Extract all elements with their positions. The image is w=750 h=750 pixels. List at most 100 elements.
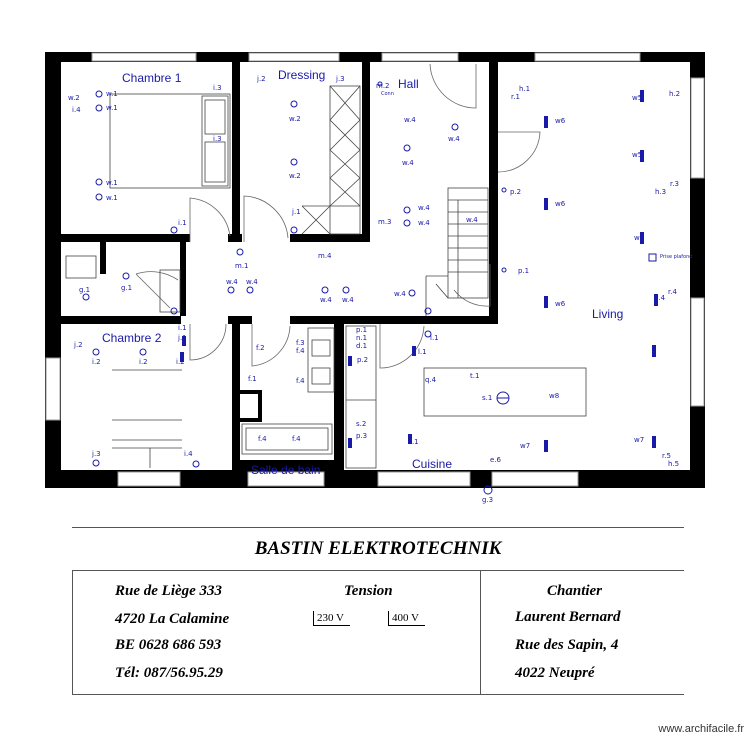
- label-d1: d.1: [356, 342, 367, 350]
- label-s1: s.1: [482, 394, 492, 402]
- light-point-icon: [82, 90, 459, 468]
- label-l1: l.1: [410, 438, 419, 446]
- label-w8: w8: [549, 392, 559, 400]
- label-m1: m.1: [235, 262, 249, 270]
- label-r4: r.4: [668, 288, 677, 296]
- tension-title: Tension: [344, 583, 393, 599]
- doors: [135, 63, 541, 369]
- label-j1: j.1: [291, 208, 301, 216]
- label-w7: w7: [634, 436, 644, 444]
- label-h4: h.4: [654, 294, 666, 302]
- label-f4: f.4: [258, 435, 267, 443]
- label-w4: w.4: [402, 159, 414, 167]
- label-f4: f.4: [296, 347, 305, 355]
- label-n1: n.1: [356, 334, 367, 342]
- label-i2: i.2: [92, 358, 101, 366]
- label-j3: j.3: [91, 450, 101, 458]
- label-h2: h.2: [669, 90, 680, 98]
- label-j2: j.2: [73, 341, 83, 349]
- outer-walls: [45, 52, 705, 488]
- label-w6: w6: [555, 117, 566, 125]
- label-f4: f.4: [296, 377, 305, 385]
- label-g1: g.1: [79, 286, 90, 294]
- watermark[interactable]: www.archifacile.fr: [658, 723, 744, 735]
- label-w4: w.4: [448, 135, 460, 143]
- label-j2: j.2: [256, 75, 266, 83]
- ceiling-socket-icon: [648, 253, 657, 262]
- label-w2: w.2: [68, 94, 80, 102]
- label-w7: w7: [520, 442, 530, 450]
- site-client: Laurent Bernard: [515, 609, 621, 625]
- label-w4: w.4: [320, 296, 332, 304]
- site-city: 4022 Neupré: [515, 665, 595, 681]
- label-w2: w.2: [289, 115, 301, 123]
- label-i3: i.3: [213, 84, 222, 92]
- label-w4: w.4: [226, 278, 238, 286]
- label-i4: i.4: [72, 106, 81, 114]
- staircase: [425, 187, 489, 316]
- room-salle-de-bain: Salle de bain: [251, 463, 320, 477]
- label-p3: p.3: [356, 432, 367, 440]
- room-living: Living: [592, 307, 623, 321]
- label-w4: w.4: [418, 204, 430, 212]
- label-p1: p.1: [356, 326, 367, 334]
- label-f2: f.2: [256, 344, 265, 352]
- symbol-labels: w.2 i.4 w.1 w.1 w.1 w.1 i.3 i.3 j.2 j.3 …: [68, 75, 692, 504]
- label-r3: r.3: [670, 180, 679, 188]
- label-g3: g.3: [482, 496, 493, 504]
- cooker-icon: [483, 391, 510, 495]
- label-w4: w.4: [418, 219, 430, 227]
- label-w5: w5: [632, 94, 642, 102]
- title-block: BASTIN ELEKTROTECHNIK Rue de Liège 333 4…: [72, 527, 684, 695]
- label-j1: j.1: [177, 334, 187, 342]
- label-r1: r.1: [511, 93, 520, 101]
- tension-section: Tension 230 V 400 V: [296, 571, 480, 694]
- label-f1: f.1: [248, 375, 257, 383]
- label-m3: m.3: [378, 218, 392, 226]
- label-prise-plafond: Prise plafond: [660, 254, 692, 260]
- label-f4: f.4: [292, 435, 301, 443]
- label-p2: p.2: [357, 356, 368, 364]
- label-w4: w.4: [394, 290, 406, 298]
- label-w4: w.4: [404, 116, 416, 124]
- label-w1: w.1: [106, 90, 118, 98]
- label-h1: h.1: [519, 85, 530, 93]
- address-city: 4720 La Calamine: [115, 611, 230, 627]
- label-w4: w.4: [466, 216, 478, 224]
- label-t1: t.1: [470, 372, 479, 380]
- label-w4: w.4: [342, 296, 354, 304]
- site-street: Rue des Sapin, 4: [515, 637, 619, 653]
- label-m2: m.2: [376, 82, 390, 90]
- floor-plan: Chambre 1 Dressing Hall Living Chambre 2…: [45, 52, 705, 504]
- room-dressing: Dressing: [278, 68, 325, 82]
- furniture: [65, 85, 587, 469]
- label-m4: m.4: [318, 252, 332, 260]
- label-w2: w.2: [289, 172, 301, 180]
- label-h3: h.3: [655, 188, 666, 196]
- interior-walls: [61, 62, 498, 470]
- switch-icon: [170, 81, 507, 338]
- address-vat: BE 0628 686 593: [115, 637, 222, 653]
- label-i2: i.2: [139, 358, 148, 366]
- label-w6: w6: [555, 300, 566, 308]
- label-w4: w.4: [246, 278, 258, 286]
- address-street: Rue de Liège 333: [115, 583, 223, 599]
- room-chambre-1: Chambre 1: [122, 71, 182, 85]
- room-hall: Hall: [398, 77, 419, 91]
- label-i1: i.1: [178, 219, 187, 227]
- label-f3: f.3: [296, 339, 305, 347]
- label-i3: i.3: [213, 135, 222, 143]
- label-i4: i.4: [184, 450, 193, 458]
- label-i1: i.1: [178, 324, 187, 332]
- windows: [45, 52, 705, 487]
- tension-230: 230 V: [313, 611, 350, 626]
- address-phone: Tél: 087/56.95.29: [115, 665, 223, 681]
- electrical-symbols: [82, 81, 658, 495]
- label-l1: l.1: [418, 348, 427, 356]
- room-cuisine: Cuisine: [412, 457, 452, 471]
- label-w6: w6: [555, 200, 566, 208]
- label-r5: r.5: [662, 452, 671, 460]
- label-e6: e.6: [490, 456, 502, 464]
- label-h5: h.5: [668, 460, 679, 468]
- label-i2: i.2: [176, 358, 185, 366]
